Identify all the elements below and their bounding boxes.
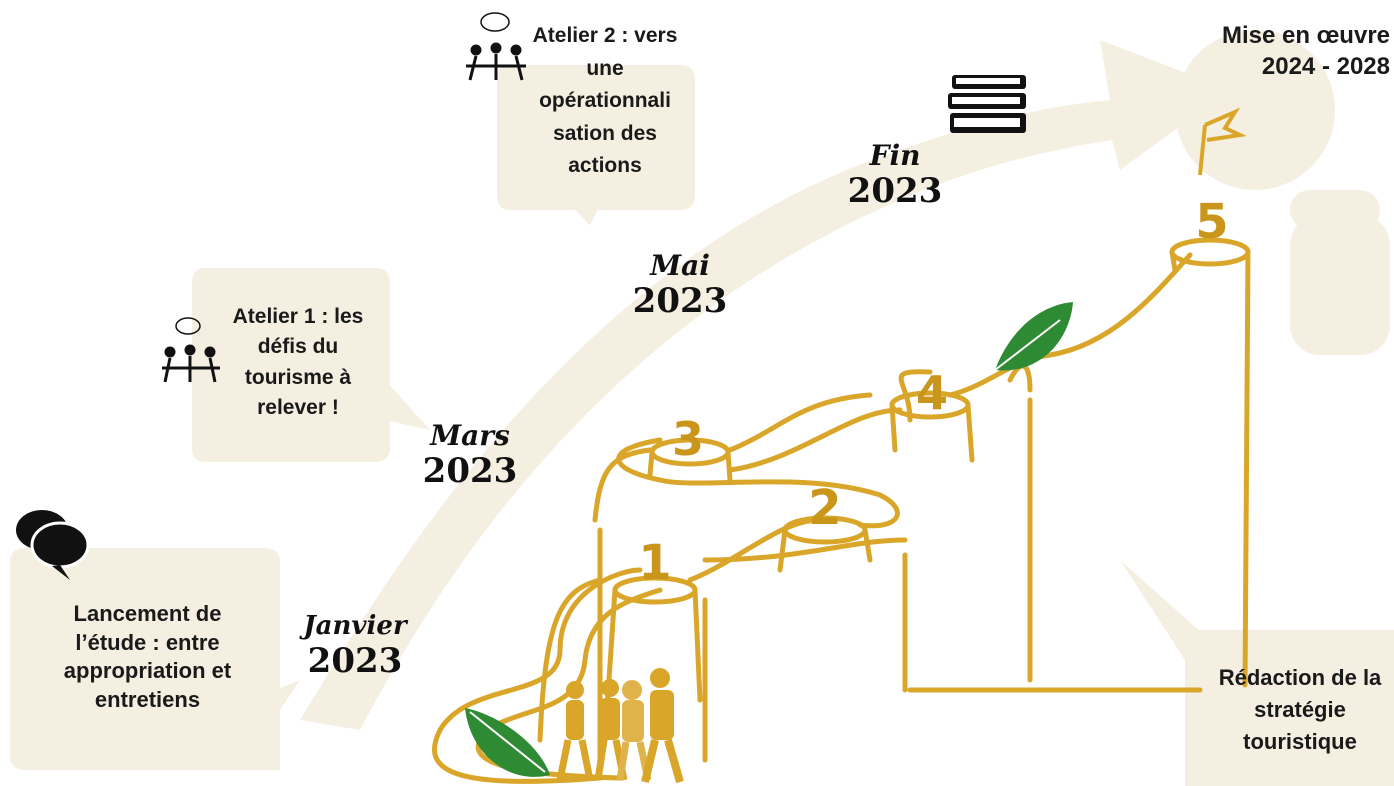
mise-en-oeuvre-title: Mise en œuvre 2024 - 2028 [1170,20,1390,82]
bubble-lancement: Lancement de l’étude : entre appropriati… [45,600,250,714]
step-1: 1 [635,535,675,591]
date-mars-month: Mars [415,420,525,452]
step-5: 5 [1192,194,1232,250]
bubble-atelier1: Atelier 1 : les défis du tourisme à rele… [218,302,378,424]
mise-en-oeuvre-line2: 2024 - 2028 [1262,53,1390,80]
date-janvier-month: Janvier [290,612,420,642]
step-3: 3 [668,412,708,466]
date-fin: Fin 2023 [840,140,950,211]
date-janvier: Janvier 2023 [290,612,420,681]
date-mars-year: 2023 [415,452,525,491]
date-janvier-year: 2023 [290,642,420,681]
date-mai-month: Mai [625,250,735,282]
hikers-icon [560,668,680,782]
date-mars: Mars 2023 [415,420,525,491]
date-fin-month: Fin [840,140,950,172]
step-4: 4 [912,366,952,420]
books-icon [948,75,1026,133]
bubble-redaction: Rédaction de la stratégie touristique [1205,662,1394,758]
timeline-arrow [300,40,1230,730]
date-mai-year: 2023 [625,282,735,321]
date-fin-year: 2023 [840,172,950,211]
step-2: 2 [805,480,845,536]
mise-en-oeuvre-line1: Mise en œuvre [1222,22,1390,49]
date-mai: Mai 2023 [625,250,735,321]
bubble-atelier2: Atelier 2 : vers une opérationnali satio… [520,20,690,183]
